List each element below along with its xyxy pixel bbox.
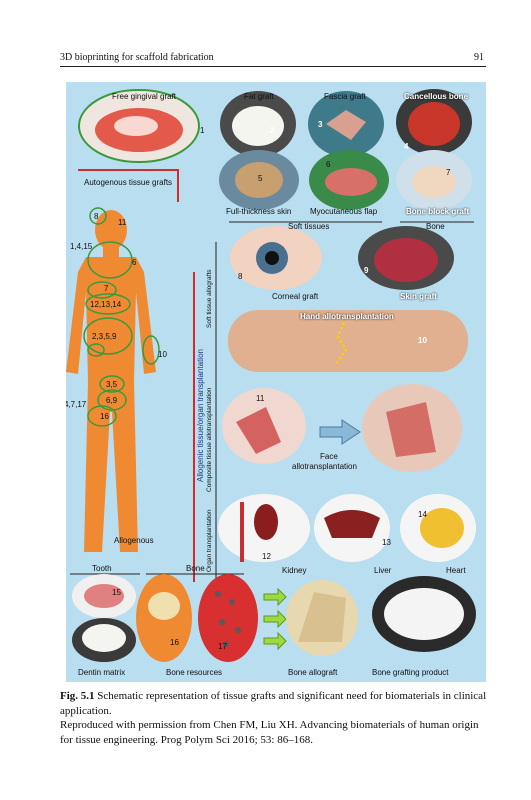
arrow-shape <box>319 419 361 445</box>
body-number: 3,5 <box>106 380 118 389</box>
image-number: 2 <box>270 126 275 135</box>
label-face-line1: Face <box>320 452 338 461</box>
label-bone-resources: Bone resources <box>166 668 223 677</box>
label-organ-transplantation: Organ transplantation <box>206 509 213 572</box>
body-number: 12,13,14 <box>90 300 122 309</box>
label-soft-tissue-allografts: Soft tissue allografts <box>206 269 213 328</box>
body-number: 7 <box>104 284 109 293</box>
autogenous-bracket <box>78 169 179 202</box>
label-free-gingival-graft: Free gingival graft <box>112 92 177 101</box>
figure-illustration <box>66 89 476 662</box>
caption-label: Fig. 5.1 <box>60 690 95 702</box>
label-cancellous-bone: Cancellous bone <box>404 92 469 101</box>
image-number: 3 <box>318 120 323 129</box>
label-myocutaneous-flap: Myocutaneous flap <box>310 207 378 216</box>
caption-text: Schematic representation of tissue graft… <box>60 690 487 717</box>
figure-panel: Free gingival graft Fat graft Fascia gra… <box>66 82 486 682</box>
image-number: 8 <box>238 272 243 281</box>
label-corneal-graft: Corneal graft <box>272 292 319 301</box>
label-heart: Heart <box>446 566 466 575</box>
label-bone-section: Bone <box>186 564 205 573</box>
bone-resource-image-2 <box>198 574 258 662</box>
label-dentin-matrix: Dentin matrix <box>78 668 126 677</box>
body-number: 1,4,15 <box>70 242 93 251</box>
image-number: 15 <box>112 588 121 597</box>
label-face-line2: allotransplantation <box>292 462 357 471</box>
image-number: 17 <box>218 642 227 651</box>
image-number: 10 <box>418 336 427 345</box>
label-autogenous-tissue-grafts: Autogenous tissue grafts <box>84 178 173 187</box>
image-number: 14 <box>418 510 427 519</box>
image-number: 5 <box>258 174 263 183</box>
label-composite-tissue: Composite tissue allotransplantation <box>206 387 213 492</box>
label-bone: Bone <box>426 222 445 231</box>
label-hand-allotransplantation: Hand allotransplantation <box>300 312 394 321</box>
body-number: 6,9 <box>106 396 118 405</box>
figure-caption: Fig. 5.1 Schematic representation of tis… <box>60 689 490 747</box>
label-soft-tissues: Soft tissues <box>288 222 330 231</box>
body-number: 4,7,17 <box>66 400 87 409</box>
body-number: 6 <box>132 258 137 267</box>
label-bone-grafting-product: Bone grafting product <box>372 668 449 677</box>
image-number: 7 <box>446 168 451 177</box>
label-tooth: Tooth <box>92 564 112 573</box>
page-number: 91 <box>474 52 484 63</box>
body-number: 10 <box>158 350 167 359</box>
body-number: 16 <box>100 412 109 421</box>
hand-allotransplantation-image <box>228 310 468 372</box>
header-rule <box>60 66 486 67</box>
label-kidney: Kidney <box>282 566 307 575</box>
image-number: 16 <box>170 638 179 647</box>
image-number: 1 <box>200 126 205 135</box>
body-number: 2,3,5,9 <box>92 332 117 341</box>
body-number: 8 <box>94 212 99 221</box>
label-liver: Liver <box>374 566 392 575</box>
label-allogenic-transplantation: Allogenic tissue/organ transplantation <box>196 349 205 482</box>
label-allogenous: Allogenous <box>114 536 154 545</box>
label-full-thickness-skin: Full-thickness skin <box>226 207 292 216</box>
green-arrows <box>263 587 287 651</box>
image-number: 12 <box>262 552 271 561</box>
body-number: 11 <box>118 218 127 227</box>
image-number: 11 <box>256 394 265 403</box>
caption-reproduction: Reproduced with permission from Chen FM,… <box>60 719 479 746</box>
label-fat-graft: Fat graft <box>244 92 274 101</box>
body-region-circles <box>83 207 160 427</box>
label-bone-block-graft: Bone block graft <box>406 207 470 216</box>
image-number: 13 <box>382 538 391 547</box>
running-title: 3D bioprinting for scaffold fabrication <box>60 52 214 63</box>
image-number: 4 <box>404 142 409 151</box>
label-skin-graft: Skin graft <box>400 292 437 301</box>
label-fascia-graft: Fascia graft <box>324 92 366 101</box>
human-body-figure <box>66 210 156 552</box>
image-number: 9 <box>364 266 369 275</box>
image-number: 6 <box>326 160 331 169</box>
label-bone-allograft: Bone allograft <box>288 668 338 677</box>
